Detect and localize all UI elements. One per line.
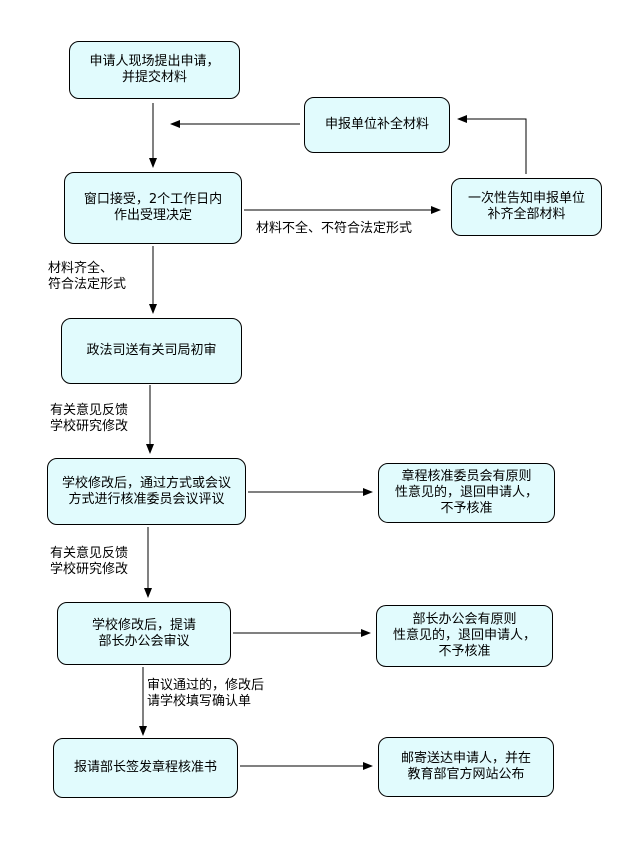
label-incomplete: 材料不全、不符合法定形式 (256, 221, 413, 236)
node-publish: 邮寄送达申请人，并在教育部官方网站公布 (378, 737, 554, 797)
node-supplement: 申报单位补全材料 (304, 97, 450, 153)
node-reject2: 部长办公会有原则性意见的，退回申请人，不予核准 (376, 605, 553, 667)
label-approved: 审议通过的，修改后请学校填写确认单 (147, 678, 265, 709)
label-feedback1: 有关意见反馈学校研究修改 (50, 403, 129, 434)
node-apply: 申请人现场提出申请，并提交材料 (69, 41, 240, 99)
label-complete: 材料齐全、符合法定形式 (48, 261, 127, 292)
node-review: 政法司送有关司局初审 (61, 318, 242, 384)
node-sign: 报请部长签发章程核准书 (53, 738, 238, 798)
arrow-notify-to-supplement (457, 115, 527, 174)
node-revise2: 学校修改后，提请部长办公会审议 (57, 602, 231, 665)
node-window: 窗口接受，2个工作日内作出受理决定 (64, 172, 242, 244)
node-notify: 一次性告知申报单位补齐全部材料 (451, 178, 602, 236)
node-reject1: 章程核准委员会有原则性意见的，退回申请人，不予核准 (378, 463, 555, 523)
label-feedback2: 有关意见反馈学校研究修改 (50, 546, 129, 577)
node-revise1: 学校修改后，通过方式或会议方式进行核准委员会议评议 (47, 458, 246, 525)
